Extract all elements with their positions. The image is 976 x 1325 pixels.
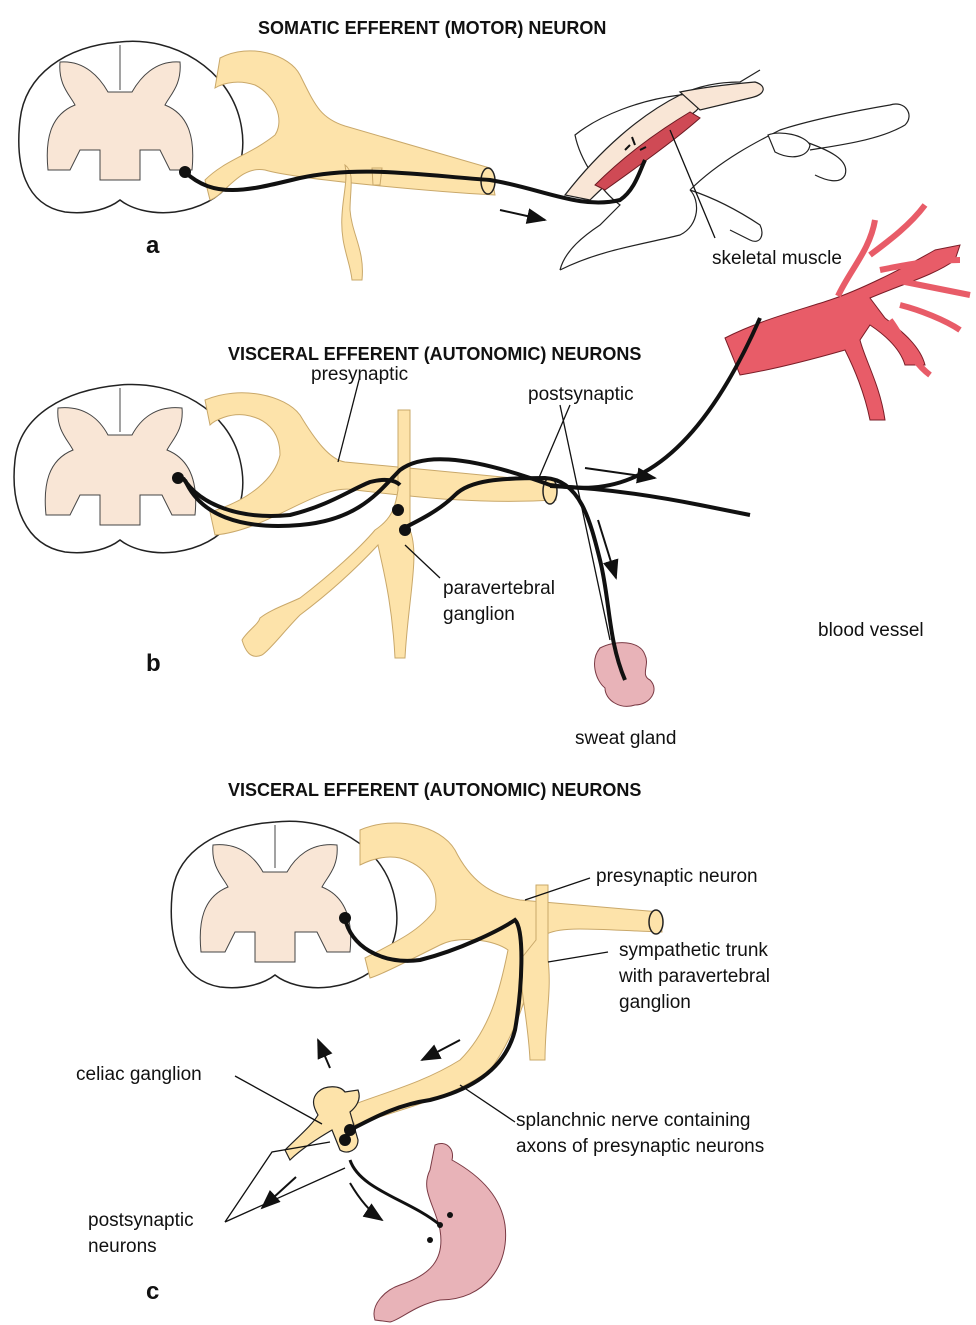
label-splanchnic-1: splanchnic nerve containing	[516, 1110, 751, 1132]
blood-vessel-b	[725, 245, 960, 420]
label-skeletal-muscle: skeletal muscle	[712, 248, 842, 270]
label-trunk-ganglion: ganglion	[619, 992, 691, 1014]
axon-c-postsynaptic	[350, 1160, 440, 1225]
label-postsynaptic-neurons-2: neurons	[88, 1236, 157, 1258]
label-sweat-gland: sweat gland	[575, 728, 676, 750]
stomach-c	[374, 1143, 506, 1322]
label-with-paravertebral: with paravertebral	[619, 966, 770, 988]
label-celiac-ganglion: celiac ganglion	[76, 1064, 202, 1086]
panel-a-letter: a	[146, 232, 159, 260]
panel-b-letter: b	[146, 650, 161, 678]
panel-c-title: VISCERAL EFFERENT (AUTONOMIC) NEURONS	[228, 780, 641, 801]
label-postsynaptic-neurons-1: postsynaptic	[88, 1210, 194, 1232]
panel-b-title: VISCERAL EFFERENT (AUTONOMIC) NEURONS	[228, 344, 641, 365]
label-blood-vessel: blood vessel	[818, 620, 924, 642]
panel-c-letter: c	[146, 1278, 159, 1306]
label-presynaptic: presynaptic	[311, 364, 408, 386]
label-sympathetic-trunk: sympathetic trunk	[619, 940, 768, 962]
label-presynaptic-neuron: presynaptic neuron	[596, 866, 758, 888]
panel-a-title: SOMATIC EFFERENT (MOTOR) NEURON	[258, 18, 606, 39]
muscle-leader-line	[670, 130, 715, 238]
spinal-nerve-a	[205, 51, 495, 280]
label-ganglion: ganglion	[443, 604, 515, 626]
label-postsynaptic: postsynaptic	[528, 384, 634, 406]
panel-c-drawing	[171, 821, 663, 1322]
label-paravertebral: paravertebral	[443, 578, 555, 600]
label-splanchnic-2: axons of presynaptic neurons	[516, 1136, 764, 1158]
